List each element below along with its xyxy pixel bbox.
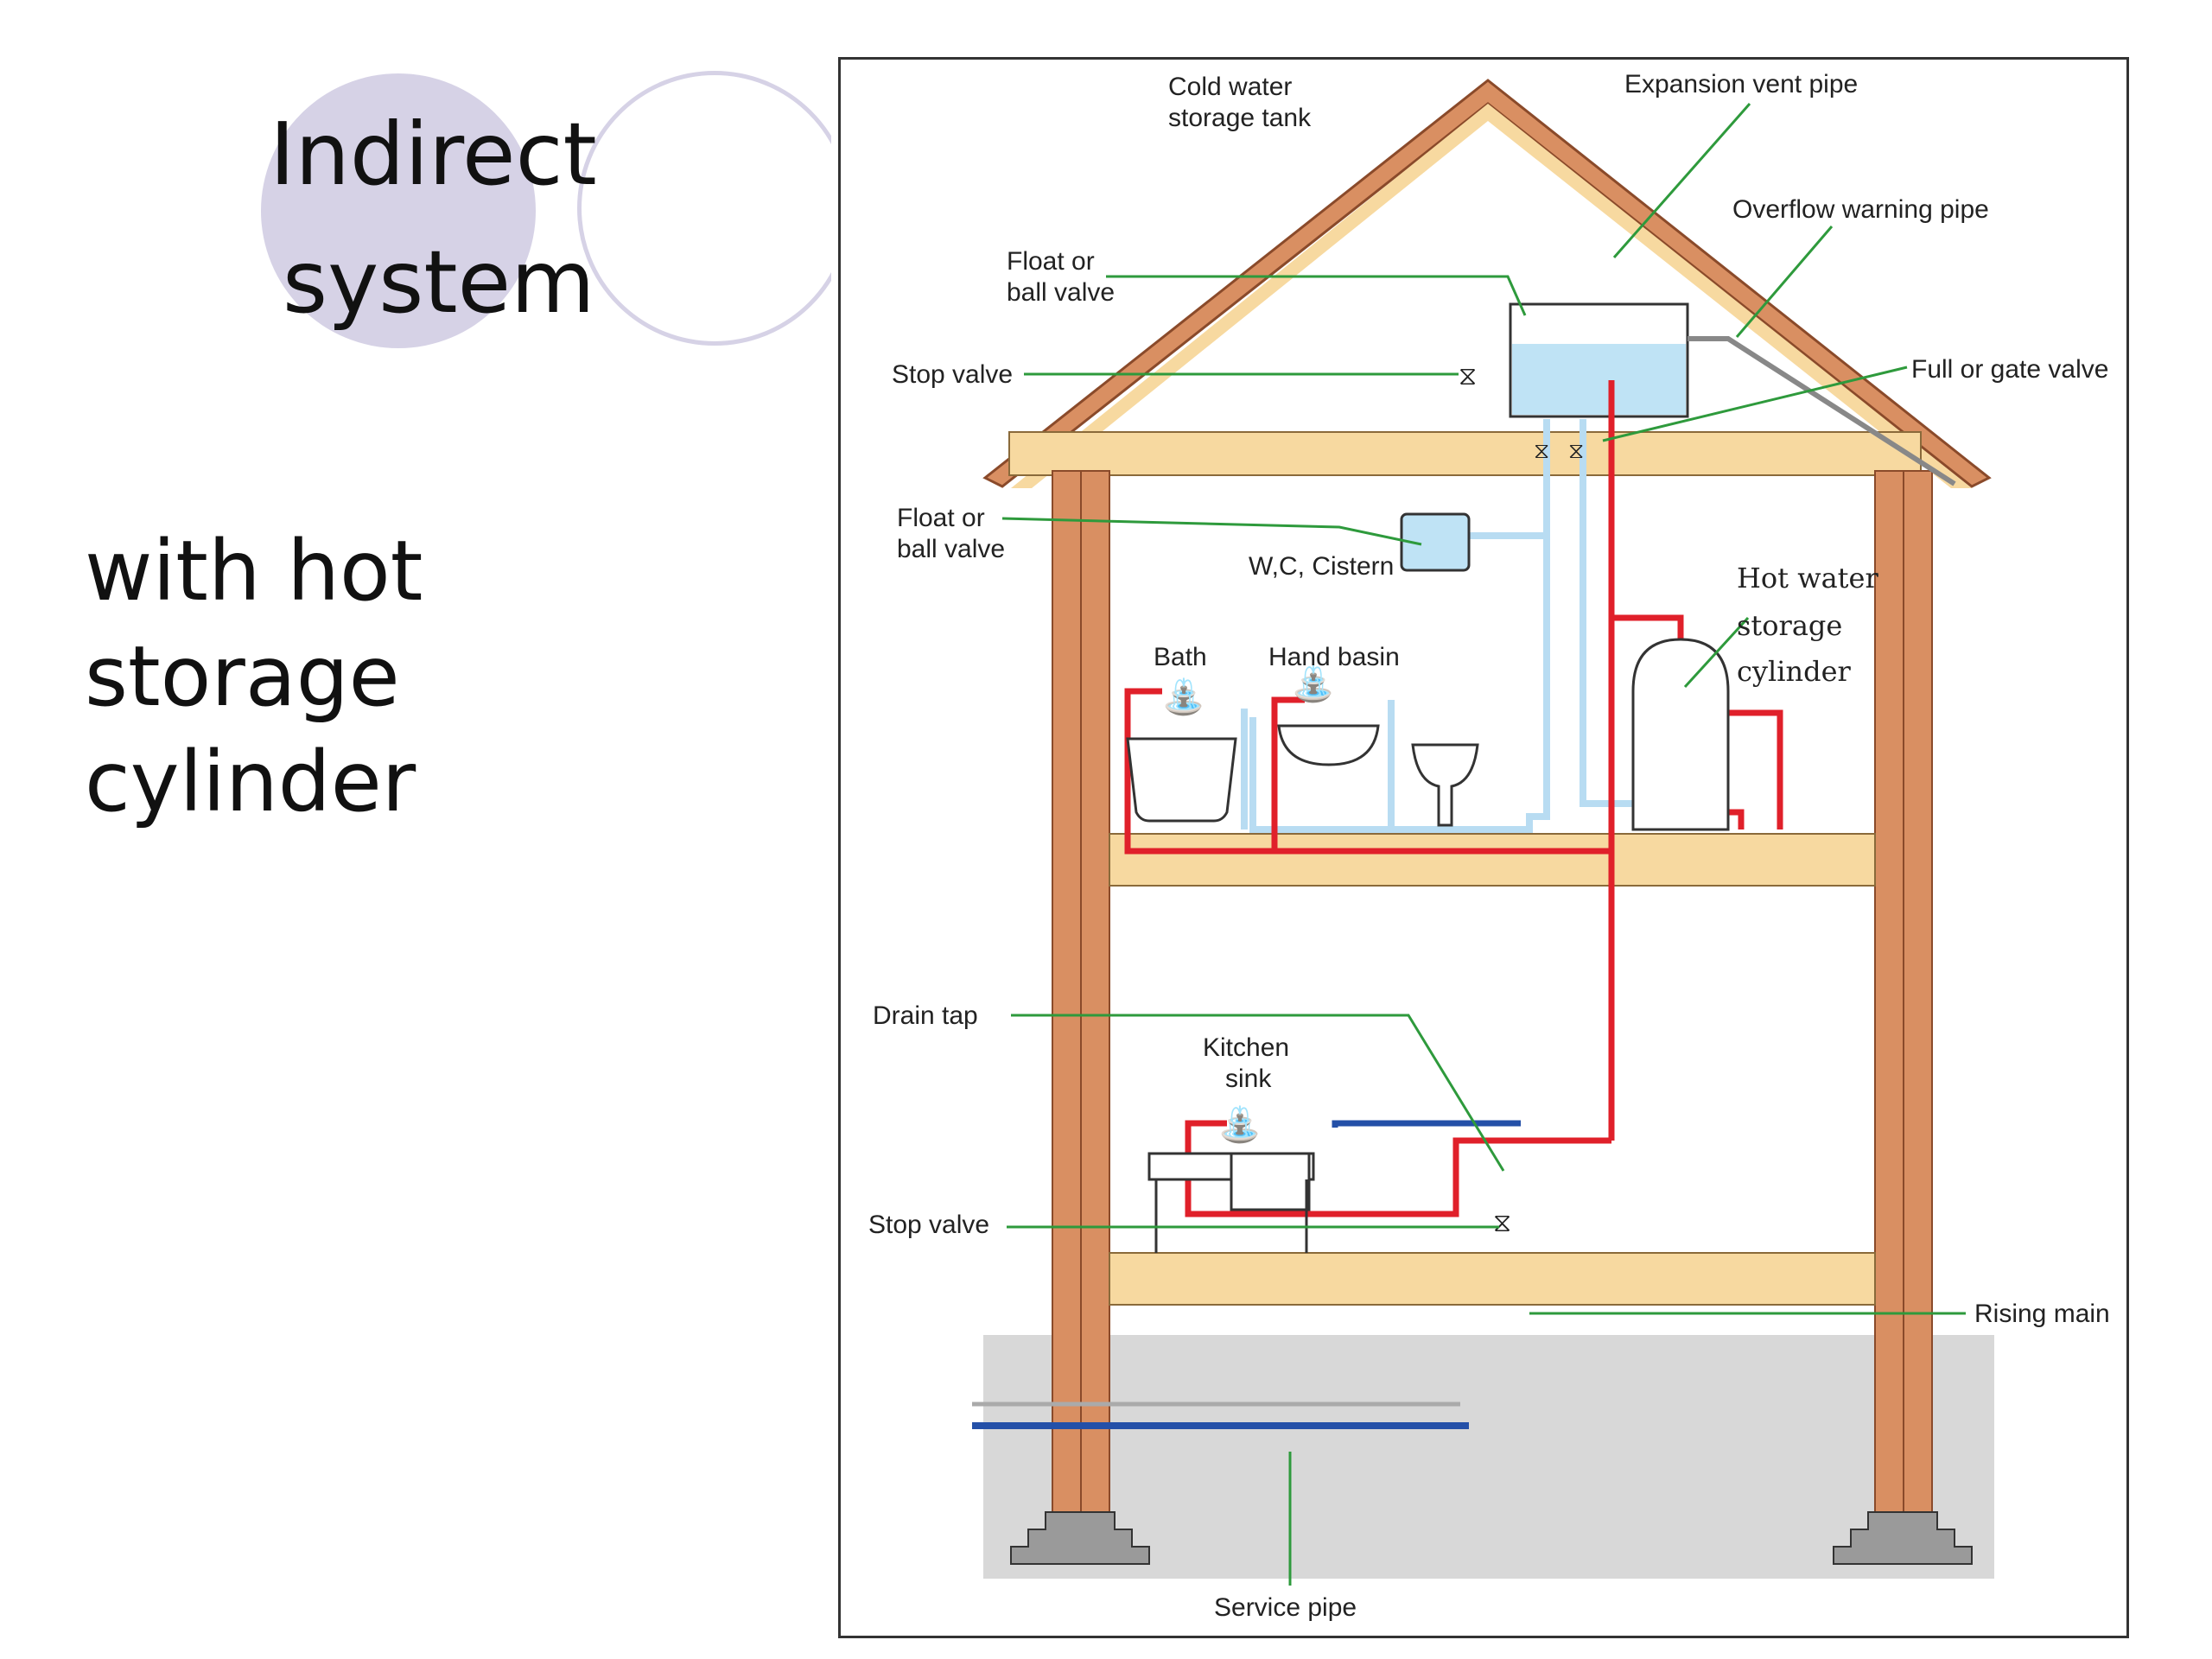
- ground-floor: [1109, 1252, 1876, 1306]
- basin-tap-icons: ⛲: [1292, 664, 1335, 704]
- title-bubble-decoration: [261, 73, 536, 348]
- label-float-valve-wc-1: Float or: [897, 504, 985, 532]
- label-overflow-warning-pipe: Overflow warning pipe: [1732, 195, 1989, 224]
- label-float-valve-top-1: Float or: [1007, 247, 1095, 276]
- label-rising-main: Rising main: [1974, 1300, 2110, 1328]
- label-expansion-vent-pipe: Expansion vent pipe: [1624, 70, 1858, 99]
- slide-subtitle: with hot storage cylinder: [85, 518, 534, 835]
- wc-cistern: [1400, 512, 1471, 572]
- slide-title-line-2: system: [283, 232, 595, 333]
- ground-area: [983, 1335, 1994, 1579]
- label-kitchen-sink-1: Kitchen: [1203, 1033, 1289, 1062]
- label-stop-valve-bottom: Stop valve: [868, 1211, 989, 1239]
- wc-pan: [1411, 743, 1479, 827]
- label-stop-valve-top: Stop valve: [892, 360, 1013, 389]
- roof-outline: [982, 79, 1992, 488]
- stop-valve-top-icon: ⧖: [1459, 362, 1477, 391]
- hot-water-cylinder: [1631, 638, 1730, 831]
- label-full-or-gate-valve: Full or gate valve: [1911, 355, 2108, 384]
- bath-hot-pipe: [1124, 688, 1611, 855]
- cylinder-feed-pipe: [1580, 419, 1633, 807]
- kitchen-tap-icons: ⛲: [1218, 1104, 1262, 1145]
- loft-floor-beam: [1008, 431, 1922, 476]
- slide-subtitle-line-3: cylinder: [85, 734, 416, 830]
- right-foundation: [1833, 1511, 1973, 1565]
- first-floor: [1109, 833, 1876, 887]
- label-service-pipe: Service pipe: [1214, 1593, 1357, 1622]
- stop-valve-bottom-icon: ⧖: [1493, 1209, 1511, 1237]
- label-cold-water-tank-2: storage tank: [1168, 104, 1312, 132]
- label-hot-water-cylinder-3: cylinder: [1737, 655, 1852, 688]
- label-hand-basin: Hand basin: [1268, 643, 1400, 671]
- kitchen-hot-pipe: [1185, 1120, 1611, 1217]
- overflow-pipe: [1688, 336, 1956, 486]
- slide-subtitle-line-2: storage: [85, 628, 400, 725]
- label-bath: Bath: [1154, 643, 1207, 671]
- hand-basin: [1277, 724, 1380, 766]
- label-hot-water-cylinder-1: Hot water: [1737, 562, 1878, 594]
- label-cold-water-tank-1: Cold water: [1168, 73, 1292, 101]
- label-float-valve-wc-2: ball valve: [897, 535, 1005, 563]
- label-drain-tap: Drain tap: [873, 1001, 978, 1030]
- label-wc-cistern: W,C, Cistern: [1249, 552, 1394, 581]
- basin-hot-pipe: [1271, 696, 1305, 851]
- label-float-valve-top-2: ball valve: [1007, 278, 1115, 307]
- left-foundation: [1010, 1511, 1150, 1565]
- bath: [1126, 737, 1237, 823]
- leader-lines: [1001, 103, 1966, 1586]
- slide-title: Indirect system: [259, 91, 657, 346]
- gate-valve-icon: ⧖: [1534, 437, 1549, 463]
- kitchen-cold-pipe: [1332, 1120, 1521, 1128]
- label-hot-water-cylinder-2: storage: [1737, 609, 1842, 642]
- tank-water: [1512, 344, 1686, 415]
- gate-valve-icon: ⧖: [1568, 437, 1584, 463]
- kitchen-sink: [1230, 1152, 1311, 1211]
- slide-subtitle-line-1: with hot: [85, 523, 423, 620]
- slide-title-line-1: Indirect: [270, 104, 597, 205]
- cold-feed-pipe: [1249, 419, 1550, 833]
- label-kitchen-sink-2: sink: [1225, 1065, 1272, 1093]
- bath-tap-icons: ⛲: [1162, 677, 1205, 717]
- roof-timber: [1011, 104, 1972, 488]
